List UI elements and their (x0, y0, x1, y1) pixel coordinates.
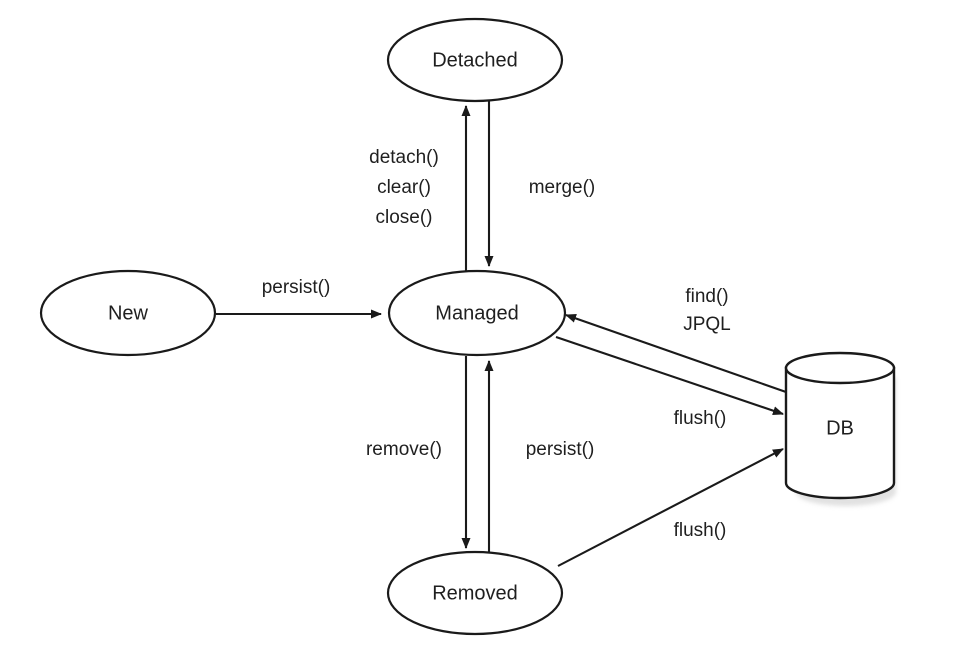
node-shape-removed[interactable] (386, 550, 564, 636)
edge-label-clear: clear() (377, 177, 431, 198)
edge-label-persist-new: persist() (262, 277, 331, 298)
edge-line-managed-to-db (555, 336, 784, 416)
node-label-detached: Detached (432, 49, 518, 71)
edge-label-flush-removed: flush() (674, 520, 727, 541)
edge-label-persist-removed: persist() (526, 439, 595, 460)
edge-label-jpql: JPQL (683, 314, 731, 335)
node-removed[interactable]: Removed (386, 550, 564, 636)
node-shape-detached[interactable] (386, 17, 564, 103)
node-shape-new[interactable] (39, 269, 217, 357)
edge-label-detach: detach() (369, 147, 439, 168)
node-label-removed: Removed (432, 582, 518, 604)
edge-label-flush-managed: flush() (674, 408, 727, 429)
edge-line-removed-to-db (557, 448, 784, 567)
edge-label-close: close() (375, 207, 432, 228)
node-managed[interactable]: Managed (387, 269, 567, 357)
edge-managed-to-removed: remove() (366, 356, 471, 549)
node-db[interactable]: DB (784, 351, 896, 506)
edge-removed-to-managed: persist() (484, 360, 595, 552)
node-new[interactable]: New (39, 269, 217, 357)
edge-line-db-to-managed (565, 314, 787, 393)
db-cylinder-top (784, 351, 896, 385)
edge-managed-to-detached: detach() clear() close() (369, 105, 471, 272)
edge-label-find: find() (685, 286, 728, 307)
db-cylinder-body[interactable] (784, 366, 896, 500)
node-detached[interactable]: Detached (386, 17, 564, 103)
edge-label-remove: remove() (366, 439, 442, 460)
edge-new-to-managed: persist() (216, 277, 382, 319)
node-label-managed: Managed (435, 302, 518, 324)
edge-managed-to-db: flush() (555, 336, 784, 429)
edge-db-to-managed: find() JPQL (565, 286, 787, 393)
node-label-new: New (108, 302, 149, 324)
edge-detached-to-managed: merge() (484, 101, 596, 267)
node-shape-managed[interactable] (387, 269, 567, 357)
edge-removed-to-db: flush() (557, 448, 784, 567)
node-label-db: DB (826, 417, 854, 439)
edge-label-merge: merge() (529, 177, 596, 198)
